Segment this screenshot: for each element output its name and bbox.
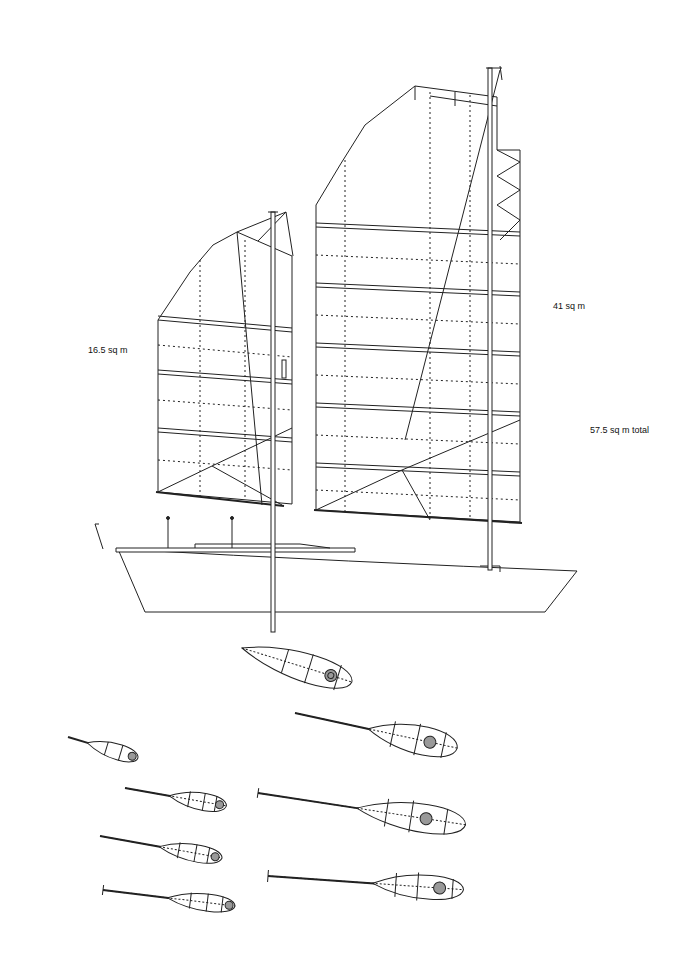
area-label-holder: 41 sq m [553, 302, 585, 312]
area-label-holder: 16.5 sq m [88, 346, 128, 356]
sail-area-label: 57.5 sq m total [590, 426, 649, 436]
hull [95, 517, 577, 613]
foremast [268, 212, 278, 632]
sail-area-label: 41 sq m [553, 302, 585, 312]
sail-sections [66, 634, 468, 915]
area-label-holder: 57.5 sq m total [590, 426, 649, 436]
sail-area-label: 16.5 sq m [88, 346, 128, 356]
mainmast [486, 66, 502, 570]
